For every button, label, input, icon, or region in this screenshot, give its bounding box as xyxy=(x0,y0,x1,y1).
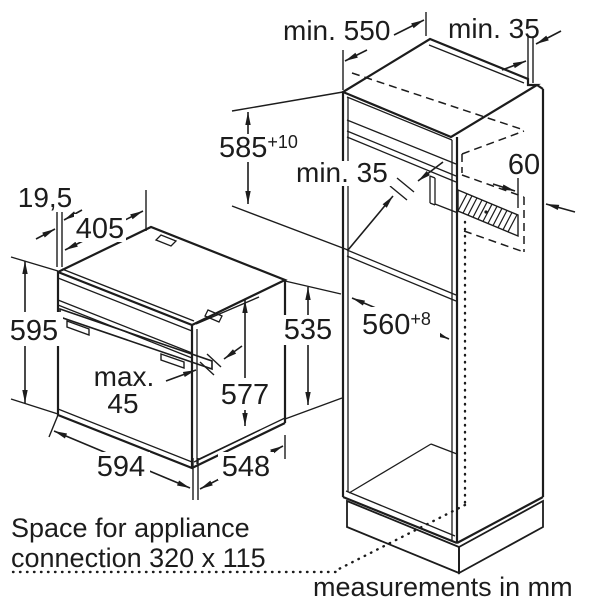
oven-drawing xyxy=(56,225,288,470)
label-handle-max: max. xyxy=(94,361,155,392)
cabinet-drawing xyxy=(11,37,545,575)
label-cabinet-top-depth: min. 550 xyxy=(283,15,390,46)
label-frame-overhang: 19,5 xyxy=(18,182,73,213)
top-vent-slot xyxy=(154,234,178,247)
arrowhead xyxy=(411,20,424,29)
label-handle-45: 45 xyxy=(107,388,138,419)
door-handle xyxy=(59,307,213,371)
arrowhead xyxy=(536,35,549,44)
units-note: measurements in mm xyxy=(313,572,573,600)
hidden-edges xyxy=(351,72,525,253)
arrowhead xyxy=(130,211,143,220)
label-backgrounds xyxy=(5,134,440,480)
arrowhead xyxy=(200,480,213,489)
arrowhead xyxy=(182,370,196,378)
connection-note-line2: connection 320 x 115 xyxy=(11,543,266,573)
label-vent-depth: 60 xyxy=(508,149,540,181)
connection-note-line1: Space for appliance xyxy=(11,513,250,543)
arrowhead xyxy=(65,241,78,250)
arrowhead xyxy=(305,287,311,300)
arrowhead xyxy=(176,480,190,488)
arrowhead xyxy=(418,170,430,181)
label-rear-top-gap: min. 35 xyxy=(448,13,540,44)
notes: Space for appliance connection 320 x 115… xyxy=(11,513,573,600)
oven-top-face xyxy=(57,225,288,326)
arrowhead xyxy=(245,191,251,204)
arrowhead xyxy=(305,392,311,405)
arrowhead xyxy=(242,300,248,313)
arrowhead xyxy=(245,112,251,125)
arrowhead xyxy=(546,204,560,211)
label-casing-depth: 548 xyxy=(222,451,270,483)
arrowhead xyxy=(352,298,366,306)
label-niche-height: 585+10 xyxy=(219,132,298,164)
arrowhead xyxy=(242,413,248,426)
label-front-height: 577 xyxy=(221,379,269,411)
arrowhead xyxy=(54,431,68,439)
arrowhead xyxy=(501,184,515,191)
arrowhead xyxy=(64,211,77,220)
vent-duct-hatched-section xyxy=(457,188,519,238)
label-niche-width: 560+8 xyxy=(362,309,431,341)
arrowhead xyxy=(382,196,393,208)
side-grip-slot xyxy=(204,309,223,323)
label-oven-top-depth: 405 xyxy=(76,213,124,245)
label-casing-height: 535 xyxy=(284,314,332,346)
label-shelf-rear-gap: min. 35 xyxy=(296,157,388,188)
arrowhead xyxy=(42,229,55,238)
cabinet-top-face xyxy=(340,37,541,139)
label-oven-width: 594 xyxy=(97,451,145,483)
arrowhead xyxy=(512,61,526,69)
niche-top-shelf xyxy=(346,130,457,177)
connection-leader-dotted xyxy=(11,220,467,574)
arrowhead xyxy=(345,52,358,61)
door-bottom-seam xyxy=(57,408,193,463)
arrowhead xyxy=(22,261,28,274)
dimension-annotations xyxy=(10,12,576,500)
arrowhead xyxy=(224,349,237,359)
niche-bottom-shelf xyxy=(346,249,457,296)
hatch-lines xyxy=(457,193,518,233)
label-oven-height: 595 xyxy=(10,315,58,347)
arrowhead xyxy=(22,390,28,403)
control-panel-seam xyxy=(57,299,193,354)
dimension-labels: min. 550 min. 35 585+10 min. 35 60 560+8… xyxy=(10,13,540,483)
